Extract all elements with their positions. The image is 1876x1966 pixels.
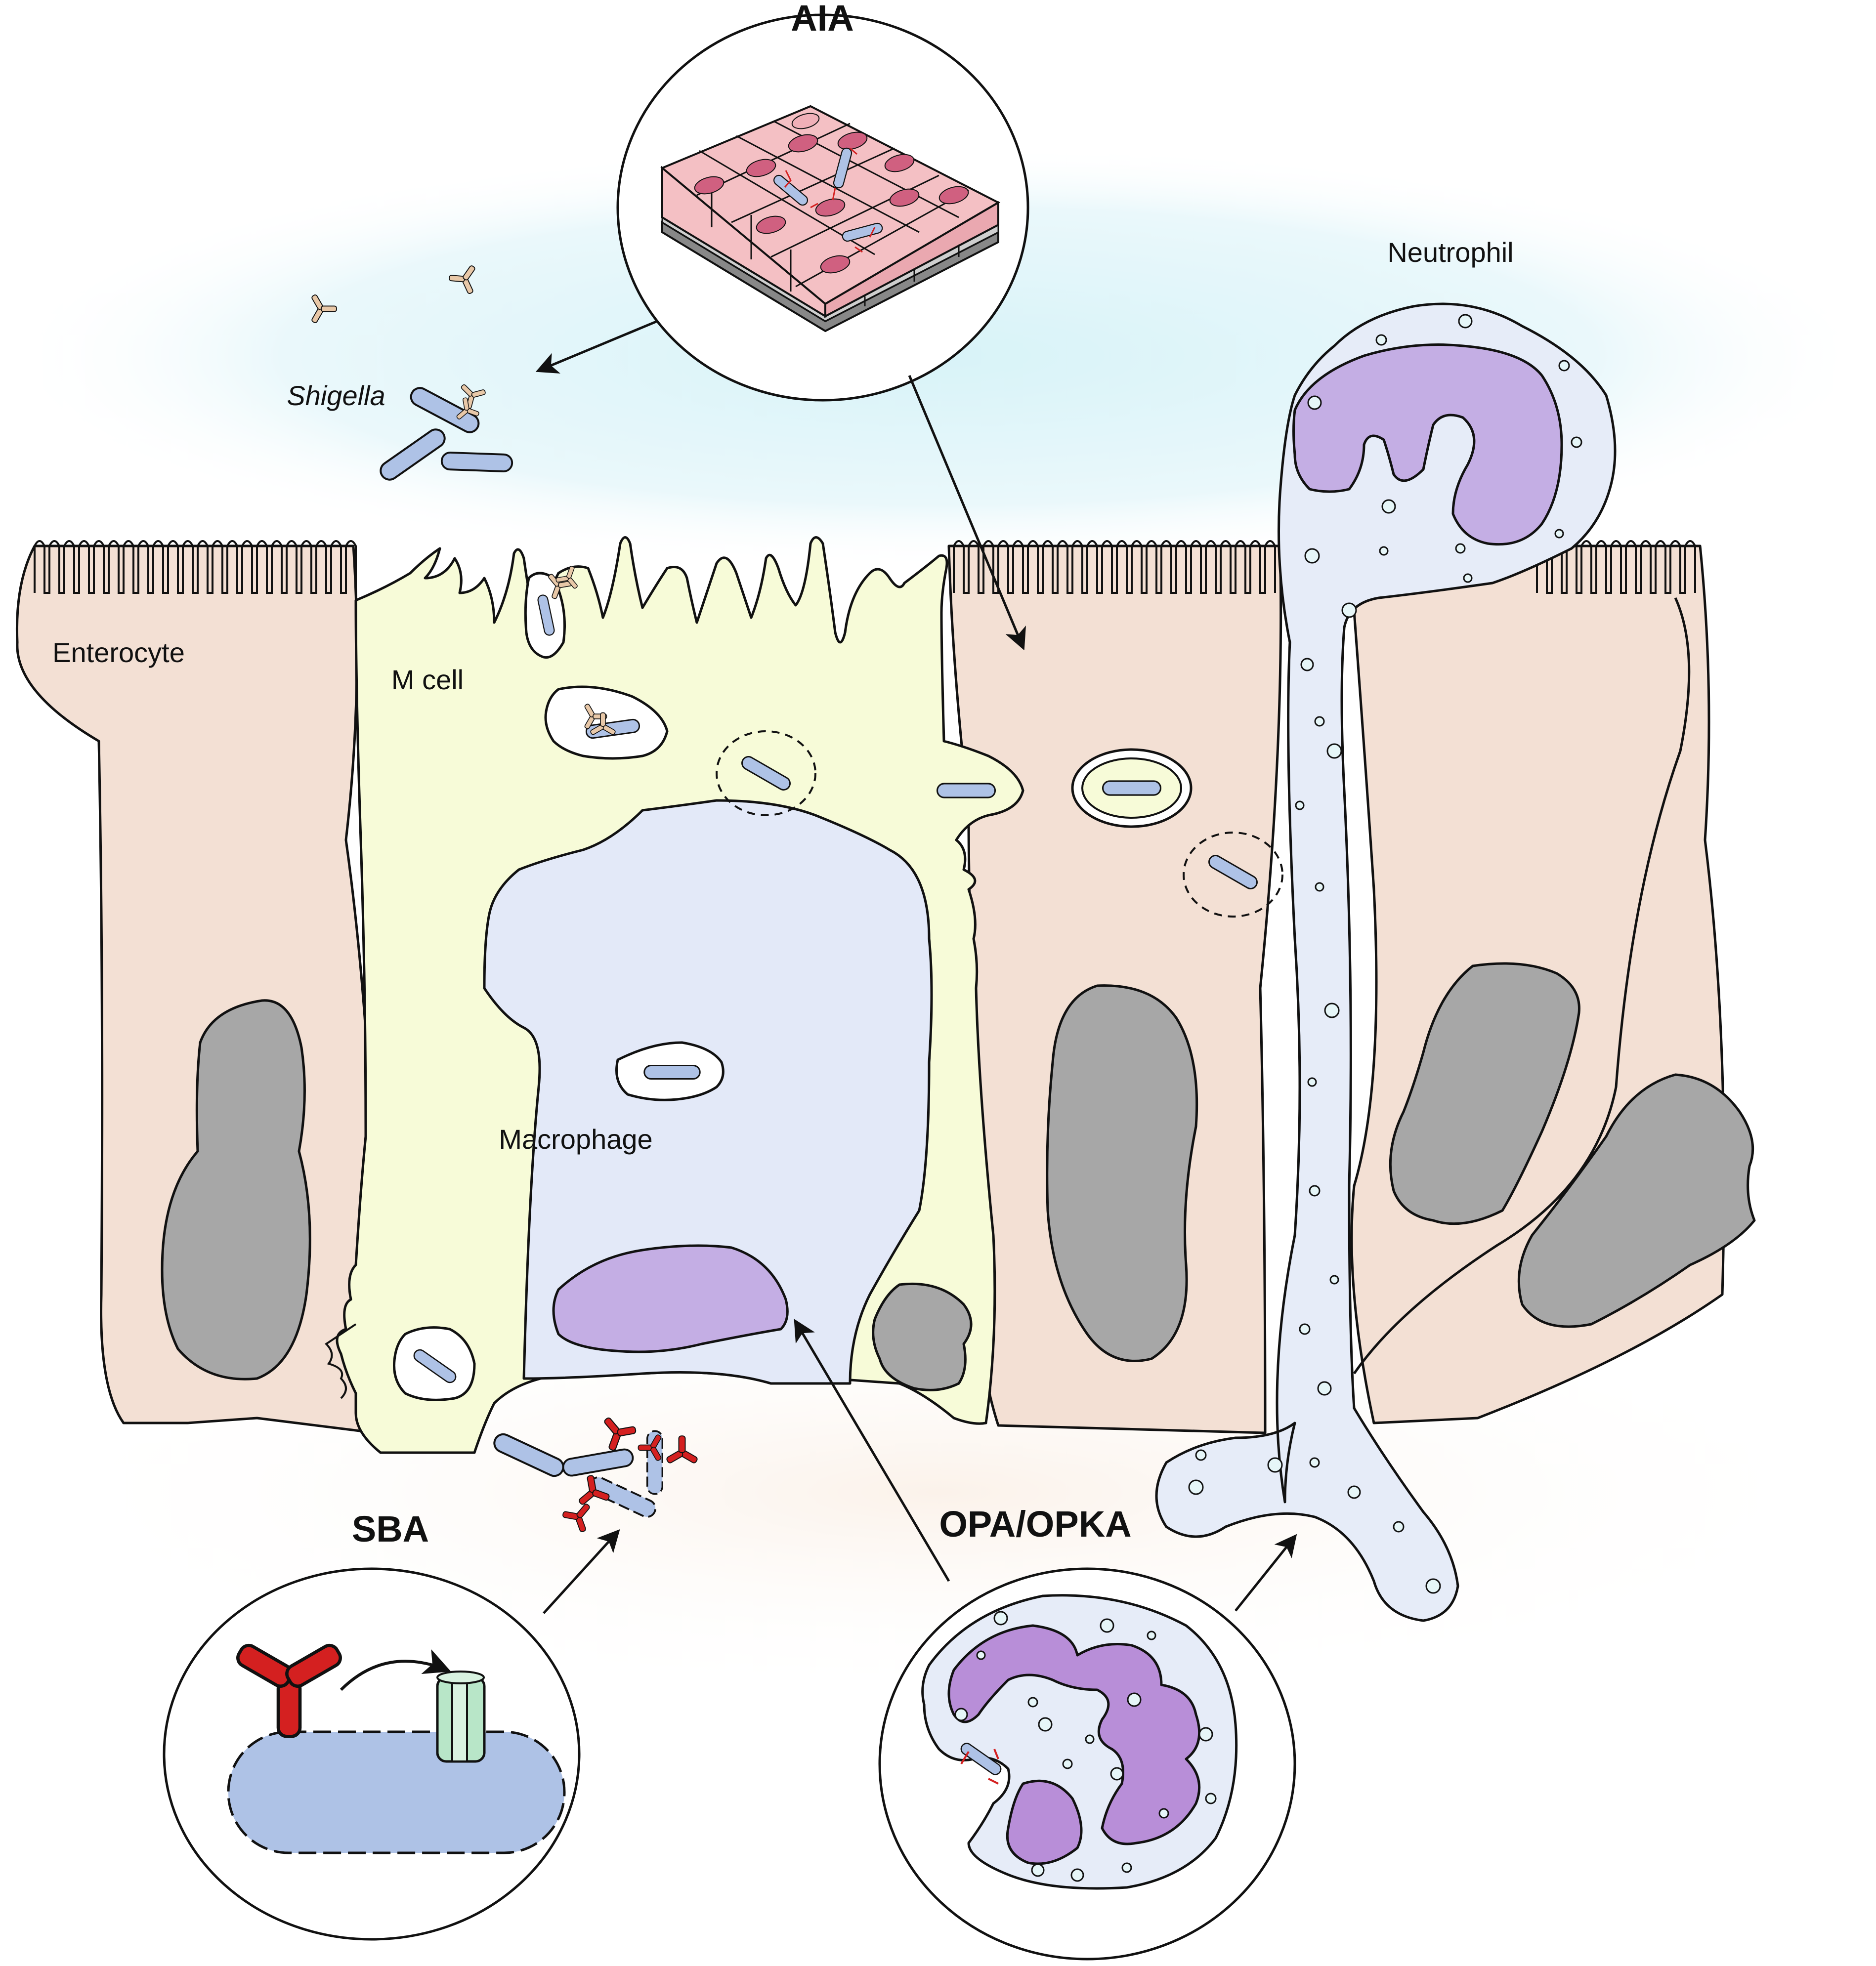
enterocyte-label: Enterocyte (52, 637, 185, 668)
arrow-icon (794, 1319, 950, 1582)
sba-inset (163, 1567, 581, 1941)
sba-label: SBA (352, 1508, 429, 1549)
microvilli-left (34, 540, 357, 594)
free-bacterium-halo (1183, 832, 1283, 918)
aia-inset (616, 13, 1029, 402)
opa-inset (878, 1567, 1296, 1961)
m-cell-label: M cell (391, 664, 464, 695)
aia-label: AIA (791, 0, 853, 39)
enterocyte-nucleus (161, 999, 311, 1380)
neutrophil-nucleus (1292, 343, 1563, 546)
neutrophil-nucleus (947, 1624, 1201, 1845)
shigella-label: Shigella (287, 380, 385, 411)
macrophage-nucleus (552, 1244, 789, 1353)
neutrophil-label: Neutrophil (1387, 237, 1513, 268)
m-cell-nucleus (872, 1282, 973, 1391)
enterocyte-right-group (947, 544, 1756, 1434)
enterocyte-left (15, 544, 378, 1434)
macrophage (483, 799, 933, 1385)
neutrophil-granules (1188, 314, 1582, 1594)
free-bacterium-halo (716, 730, 816, 816)
enterocyte-nucleus (1046, 984, 1198, 1362)
arrow-icon (1235, 1534, 1297, 1612)
enterocyte-nucleus (1517, 1073, 1756, 1328)
microvilli-middle (953, 540, 1276, 594)
arrow-icon (908, 375, 1026, 651)
arrow-icon (340, 1649, 451, 1691)
bacterium-icon (440, 451, 513, 473)
bacterium-icon (227, 1730, 566, 1854)
arrow-icon (535, 320, 658, 374)
sba-bacteria-cluster (490, 1415, 705, 1537)
neutrophil (1155, 302, 1617, 1622)
macrophage-label: Macrophage (499, 1124, 652, 1155)
enterocyte-nucleus (1389, 962, 1580, 1225)
arrow-icon (543, 1529, 620, 1614)
pore-icon (436, 1671, 486, 1763)
arrows (535, 320, 1297, 1614)
opa-opka-label: OPA/OPKA (939, 1504, 1131, 1545)
